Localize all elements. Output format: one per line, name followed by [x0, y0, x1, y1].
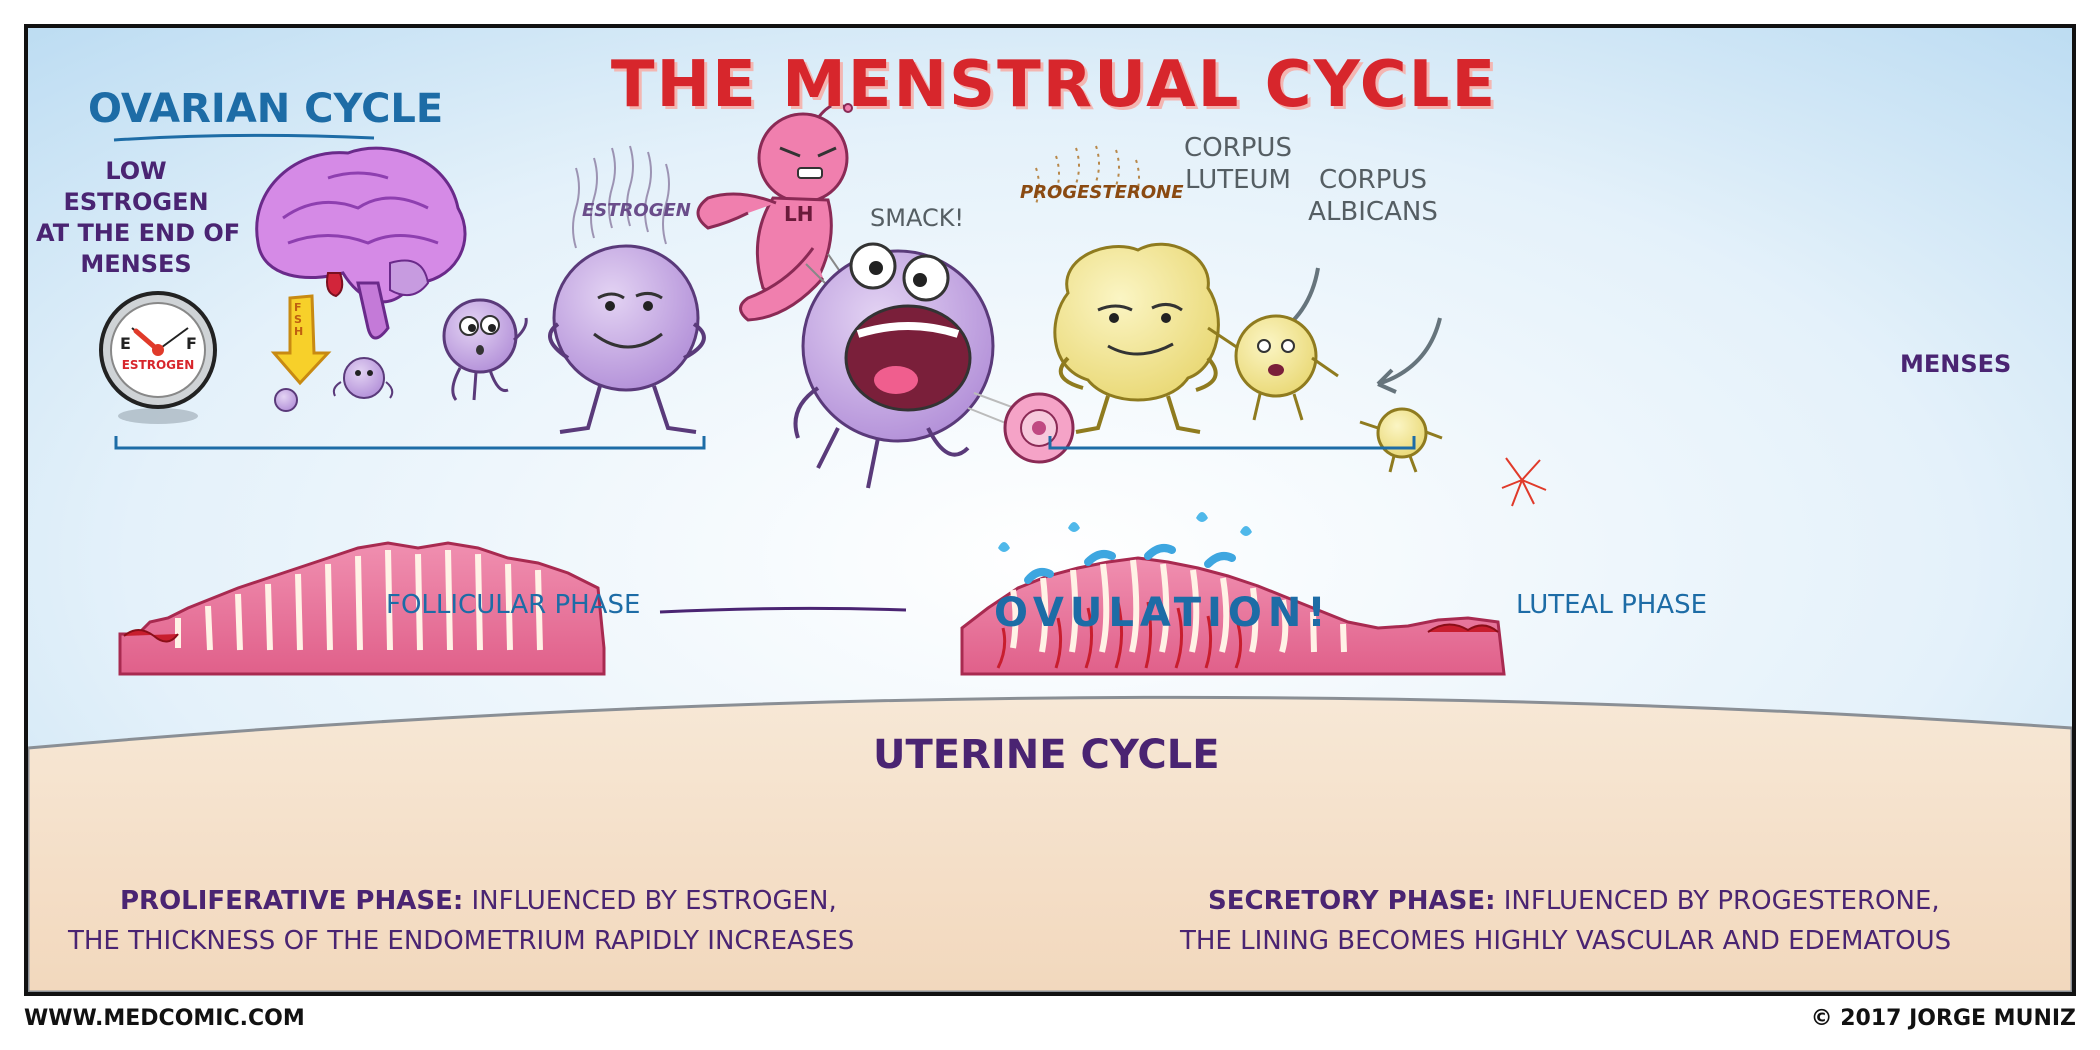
gauge-empty-label: E [120, 334, 131, 353]
lh-label: LH [784, 202, 814, 226]
page-title: THE MENSTRUAL CYCLE [610, 48, 1498, 122]
corpus-albicans-line: CORPUS [1319, 165, 1427, 195]
estrogen-gauge [99, 291, 217, 424]
gauge-full-label: F [186, 334, 197, 353]
uterine-heading-underline [659, 606, 907, 614]
corpus-albicans-arrow [1376, 317, 1442, 394]
released-oocyte [967, 392, 1075, 464]
secretory-term: SECRETORY PHASE: [1208, 886, 1496, 916]
menses-burst [1501, 457, 1547, 507]
low-estrogen-line: MENSES [80, 250, 192, 278]
corpus-luteum-label: CORPUS LUTEUM [1168, 132, 1308, 196]
degenerating-corpus-luteum [1207, 314, 1339, 421]
ovarian-cycle-heading: OVARIAN CYCLE [88, 86, 444, 132]
low-estrogen-note: LOW ESTROGEN AT THE END OF MENSES [36, 156, 241, 280]
secretory-line-1: SECRETORY PHASE: INFLUENCED BY PROGESTER… [1208, 886, 1940, 916]
follicular-bracket [114, 436, 706, 450]
menses-label: MENSES [1900, 350, 2012, 378]
luteal-phase-label: LUTEAL PHASE [1516, 590, 1708, 620]
smack-label: SMACK! [870, 204, 965, 232]
corpus-luteum-line: LUTEUM [1185, 165, 1291, 195]
estrogen-label: ESTROGEN [582, 200, 691, 221]
corpus-luteum [1035, 145, 1220, 434]
secretory-endometrium [960, 512, 1506, 676]
comic-panel: THE MENSTRUAL CYCLE OVARIAN CYCLE LOW ES… [24, 24, 2076, 996]
follicular-phase-label: FOLLICULAR PHASE [386, 590, 641, 620]
bursting-follicle [793, 242, 995, 489]
dominant-follicle [548, 145, 706, 434]
secretory-line-2: THE LINING BECOMES HIGHLY VASCULAR AND E… [1180, 926, 1952, 956]
low-estrogen-line: ESTROGEN [63, 188, 209, 216]
ovarian-heading-underline [113, 133, 375, 142]
secretory-desc: INFLUENCED BY PROGESTERONE, [1495, 886, 1940, 916]
follicle-stage-3 [442, 298, 528, 401]
copyright: © 2017 JORGE MUNIZ [1810, 1006, 2076, 1031]
brain [255, 146, 467, 340]
proliferative-desc: INFLUENCED BY ESTROGEN, [463, 886, 837, 916]
corpus-albicans-label: CORPUS ALBICANS [1298, 164, 1448, 228]
progesterone-label: PROGESTERONE [1020, 182, 1184, 203]
proliferative-line-2: THE THICKNESS OF THE ENDOMETRIUM RAPIDLY… [68, 926, 855, 956]
low-estrogen-line: AT THE END OF [36, 219, 241, 247]
follicle-stage-1 [274, 388, 298, 412]
proliferative-line-1: PROLIFERATIVE PHASE: INFLUENCED BY ESTRO… [120, 886, 837, 916]
website-link[interactable]: WWW.MEDCOMIC.COM [24, 1006, 305, 1031]
proliferative-term: PROLIFERATIVE PHASE: [120, 886, 464, 916]
illustration [28, 28, 2072, 992]
proliferative-endometrium [118, 541, 606, 676]
fsh-label: FSH [294, 301, 304, 338]
corpus-luteum-line: CORPUS [1184, 133, 1292, 163]
fsh-arrow [270, 294, 332, 386]
uterine-cycle-heading: UTERINE CYCLE [873, 732, 1220, 778]
luteal-bracket [1048, 436, 1416, 450]
uterine-ground [28, 695, 2072, 992]
low-estrogen-line: LOW [105, 157, 167, 185]
follicle-stage-2 [332, 357, 394, 399]
gauge-estrogen-label: ESTROGEN [121, 358, 195, 372]
corpus-albicans-line: ALBICANS [1308, 197, 1438, 227]
ovulation-label: OVULATION! [994, 590, 1332, 636]
